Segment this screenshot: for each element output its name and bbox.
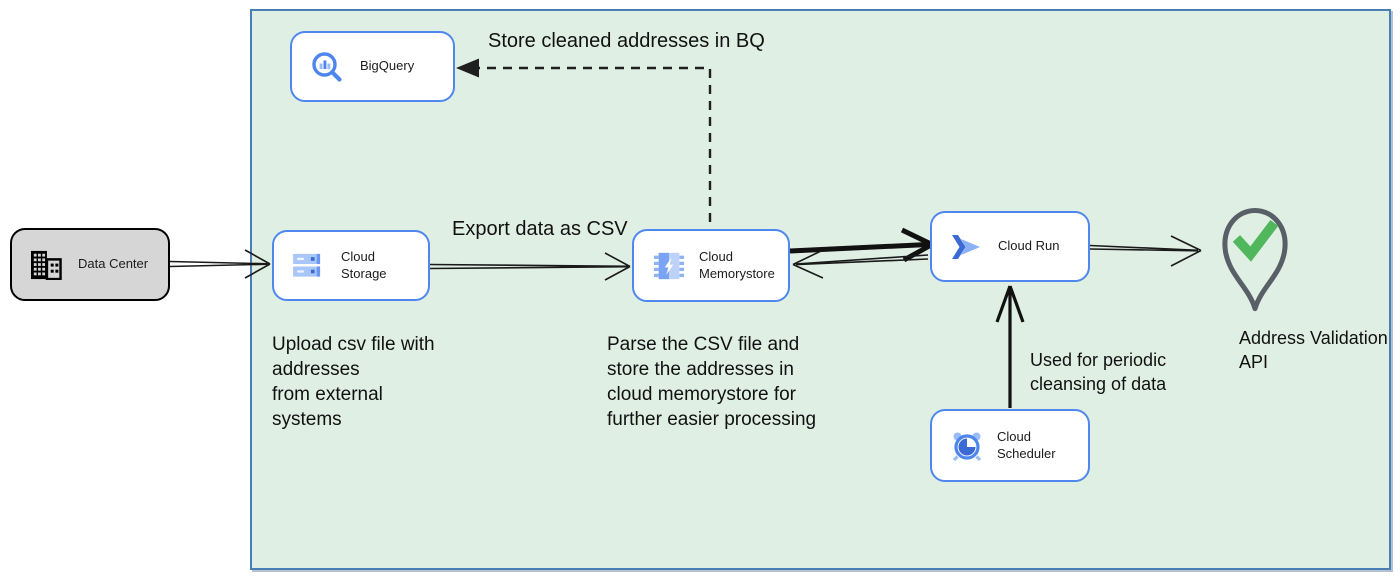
system-boundary <box>250 9 1391 570</box>
cloud-storage-icon <box>292 252 325 279</box>
node-label: BigQuery <box>360 58 415 74</box>
cloud-run-icon <box>950 232 982 262</box>
label-address-validation-api: Address Validation API <box>1239 328 1388 372</box>
node-cloud-run: Cloud Run <box>930 211 1090 282</box>
node-label: Cloud Memorystore <box>699 249 775 281</box>
label-export-data-csv: Export data as CSV <box>452 218 628 240</box>
map-pin-check-icon <box>1219 206 1291 324</box>
bigquery-icon <box>310 50 344 84</box>
node-bigquery: BigQuery <box>290 31 455 102</box>
cloud-scheduler-icon <box>950 430 984 462</box>
note-upload-csv: Upload csv file with addresses from exte… <box>272 334 435 430</box>
label-store-cleaned-addresses: Store cleaned addresses in BQ <box>488 30 765 52</box>
node-label: Cloud Storage <box>341 249 387 281</box>
node-cloud-memorystore: Cloud Memorystore <box>632 229 790 302</box>
note-periodic-cleansing: Used for periodic cleansing of data <box>1030 350 1167 394</box>
node-cloud-storage: Cloud Storage <box>272 230 430 301</box>
node-cloud-scheduler: Cloud Scheduler <box>930 409 1090 482</box>
building-icon <box>30 250 62 280</box>
node-label: Cloud Run <box>998 238 1060 254</box>
node-label: Cloud Scheduler <box>997 429 1056 461</box>
note-parse-csv: Parse the CSV file and store the address… <box>607 334 817 430</box>
memorystore-icon <box>652 250 686 282</box>
node-data-center: Data Center <box>10 228 170 301</box>
node-label: Data Center <box>78 256 149 272</box>
